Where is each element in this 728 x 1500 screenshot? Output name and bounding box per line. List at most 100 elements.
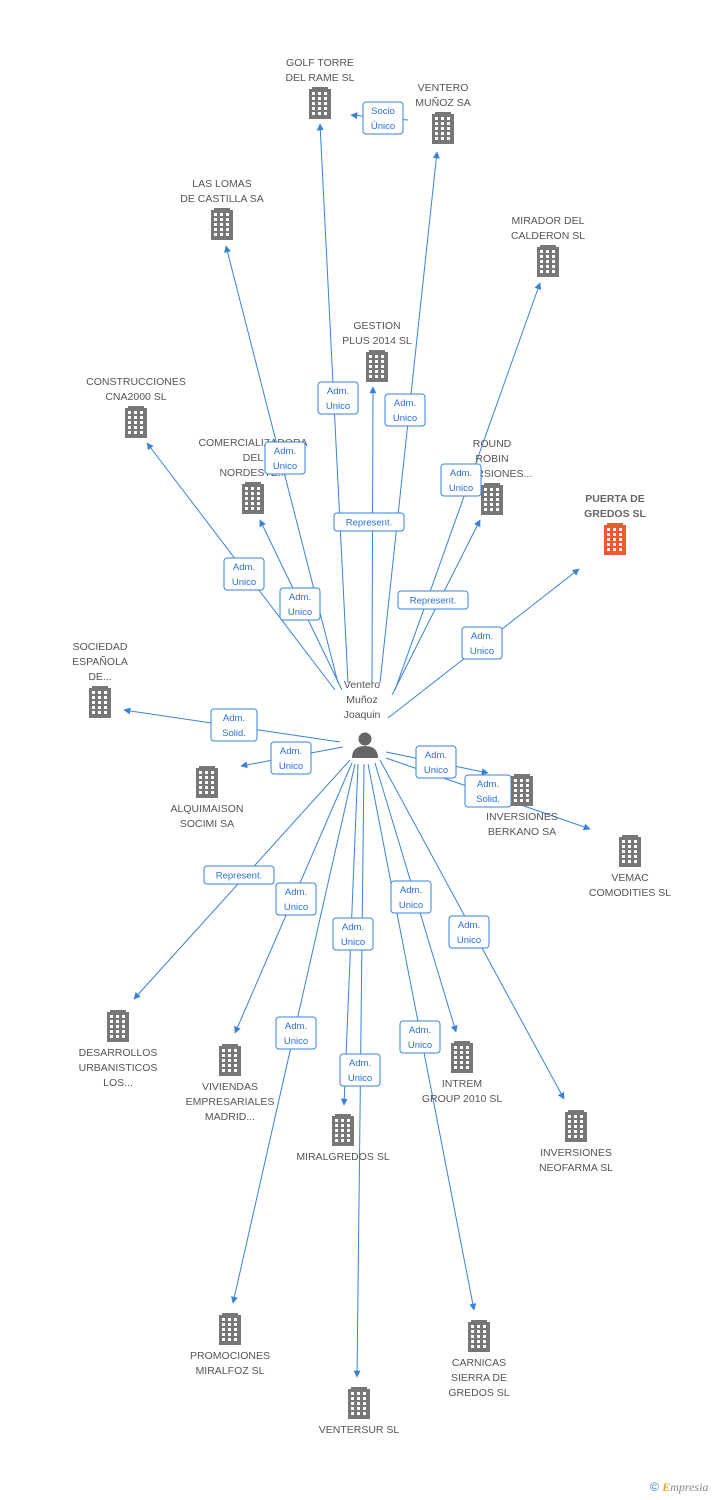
- relation-badge-desarrollos[interactable]: Represent.: [203, 865, 275, 885]
- building-window: [110, 1015, 113, 1018]
- building-window: [520, 794, 523, 797]
- building-window: [251, 492, 254, 495]
- building-window: [140, 426, 143, 429]
- relation-badge-miralfoz[interactable]: Adm.Unico: [275, 1016, 317, 1050]
- building-window: [234, 1054, 237, 1057]
- building-window: [454, 1066, 457, 1069]
- relation-badge-box: [210, 708, 258, 742]
- relation-badge-miralgredos[interactable]: Adm.Unico: [332, 917, 374, 951]
- building-window: [220, 223, 223, 226]
- relation-badge-box: [270, 741, 312, 775]
- relation-badge-viviendas[interactable]: Adm.Unico: [275, 882, 317, 916]
- relation-badge-berkano[interactable]: Adm.Unico: [415, 745, 457, 779]
- company-node-ventersur[interactable]: VENTERSUR SL: [319, 1387, 400, 1436]
- building-window: [220, 233, 223, 236]
- building-window: [104, 701, 107, 704]
- building-window: [490, 508, 493, 511]
- building-window: [324, 92, 327, 95]
- company-name-line: MIRALGREDOS SL: [296, 1151, 390, 1163]
- relation-badge-box: [440, 463, 482, 497]
- building-window: [228, 1338, 231, 1341]
- building-window: [363, 1397, 366, 1400]
- relation-badge-vemac[interactable]: Adm.Solid.: [464, 774, 512, 808]
- building-window: [496, 493, 499, 496]
- relation-badge-intrem[interactable]: Adm.Unico: [390, 880, 432, 914]
- company-name-line: DEL: [243, 452, 264, 464]
- building-window: [122, 1035, 125, 1038]
- relation-badge-carnicas[interactable]: Adm.Unico: [399, 1020, 441, 1054]
- relation-label-text: Unico: [273, 461, 297, 472]
- relation-badge-ventero_sa[interactable]: Adm.Unico: [384, 393, 426, 427]
- building-window: [552, 250, 555, 253]
- building-window: [477, 1340, 480, 1343]
- building-window: [526, 784, 529, 787]
- building-window: [226, 233, 229, 236]
- building-roof: [369, 350, 385, 353]
- relation-badge-round[interactable]: Represent.: [397, 590, 469, 610]
- building-window: [211, 771, 214, 774]
- company-name-line: VENTERSUR SL: [319, 1424, 400, 1436]
- relation-badge-comercial[interactable]: Adm.Unico: [279, 587, 321, 621]
- relation-badge-cna[interactable]: Adm.Unico: [223, 557, 265, 591]
- relation-badge-ventersur[interactable]: Adm.Unico: [339, 1053, 381, 1087]
- building-window: [357, 1397, 360, 1400]
- building-window: [466, 1046, 469, 1049]
- relation-badge-puerta[interactable]: Adm.Unico: [461, 626, 503, 660]
- building-roof: [214, 208, 230, 211]
- company-node-desarrollos[interactable]: DESARROLLOSURBANISTICOSLOS...: [79, 1010, 158, 1089]
- building-window: [234, 1333, 237, 1336]
- building-roof: [435, 112, 451, 115]
- building-window: [460, 1051, 463, 1054]
- relation-label-text: Unico: [288, 607, 312, 618]
- building-window: [514, 789, 517, 792]
- company-node-viviendas[interactable]: VIVIENDASEMPRESARIALESMADRID...: [186, 1044, 275, 1123]
- building-window: [607, 548, 610, 551]
- building-window: [347, 1134, 350, 1137]
- footer-credit: © Empresia: [650, 1480, 708, 1495]
- building-roof: [540, 245, 556, 248]
- building-window: [490, 493, 493, 496]
- relation-badge-golf[interactable]: Adm.Unico: [317, 381, 359, 415]
- relation-badge-mirador[interactable]: Adm.Unico: [440, 463, 482, 497]
- relation-badge-neofarma[interactable]: Adm.Unico: [448, 915, 490, 949]
- building-window: [613, 528, 616, 531]
- relation-badge-lomas[interactable]: Adm.Unico: [264, 441, 306, 475]
- building-window: [347, 1119, 350, 1122]
- relation-label-text: Represent.: [346, 518, 392, 529]
- company-name-line: SOCIEDAD: [73, 641, 128, 653]
- building-window: [351, 1397, 354, 1400]
- relation-badge-gestion[interactable]: Represent.: [333, 512, 405, 532]
- building-window: [222, 1328, 225, 1331]
- building-window: [546, 260, 549, 263]
- building-window: [128, 416, 131, 419]
- company-node-sociedad[interactable]: SOCIEDADESPAÑOLADE...: [72, 641, 128, 718]
- building-window: [347, 1139, 350, 1142]
- relation-badge-alquimaison[interactable]: Adm.Unico: [270, 741, 312, 775]
- relation-label-text: Unico: [232, 577, 256, 588]
- building-window: [634, 855, 637, 858]
- empresia-logo[interactable]: Empresia: [662, 1480, 709, 1494]
- building-window: [228, 1049, 231, 1052]
- relation-badge-sociedad[interactable]: Adm.Solid.: [210, 708, 258, 742]
- company-node-miralgredos[interactable]: MIRALGREDOS SL: [296, 1114, 390, 1163]
- building-window: [607, 538, 610, 541]
- building-window: [228, 1323, 231, 1326]
- building-window: [496, 503, 499, 506]
